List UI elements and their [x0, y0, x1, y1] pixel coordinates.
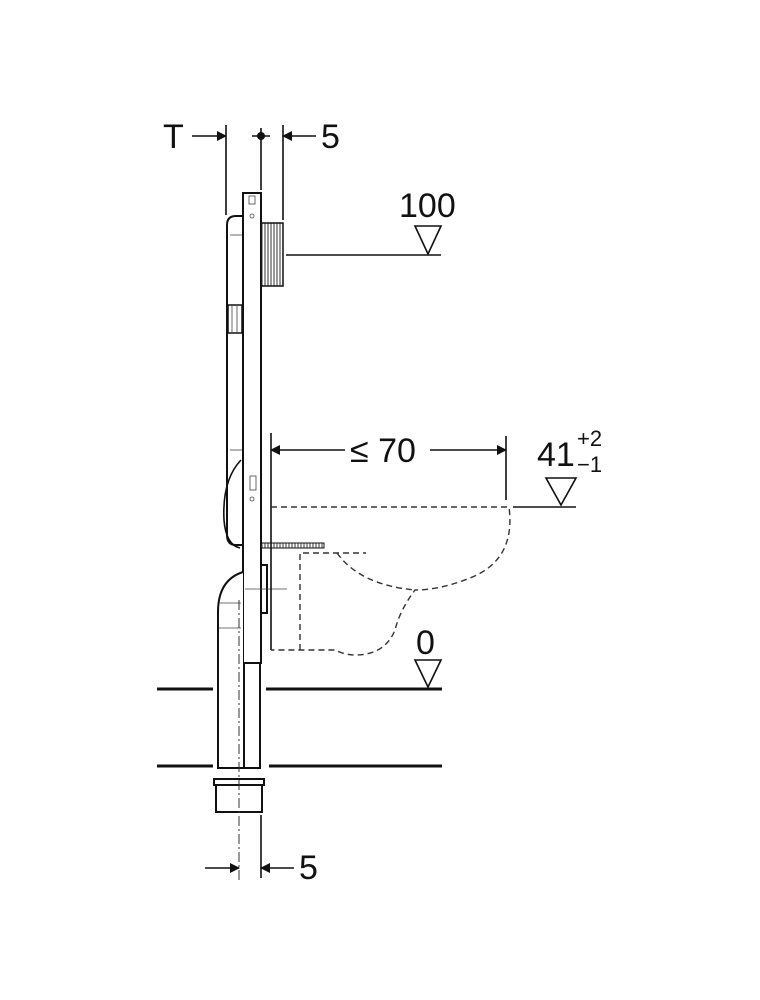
installation-frame — [223, 192, 325, 769]
level-triangle-icon — [413, 225, 443, 256]
bottom-dimension-5: 5 — [205, 815, 318, 887]
projection-label: ≤ 70 — [350, 432, 416, 470]
level-marker-0: 0 — [413, 624, 443, 689]
center-mark — [252, 128, 270, 190]
pipe-elbow — [217, 571, 244, 769]
tolerance-plus: +2 — [577, 426, 602, 451]
wc-bowl-outline — [271, 506, 511, 656]
level-marker-41: 41 +2 −1 — [513, 426, 602, 508]
hose — [223, 459, 242, 549]
level-label-100: 100 — [399, 187, 456, 225]
frame-post — [242, 192, 262, 664]
top-dimension-t: T — [163, 118, 227, 215]
level-triangle-icon — [413, 659, 443, 689]
flush-plate-box — [260, 222, 284, 287]
valve-block — [227, 304, 243, 334]
cistern — [226, 215, 244, 546]
floor-level-label: 0 — [416, 624, 435, 662]
seat-height-label: 41 — [537, 436, 575, 474]
drain-pipe — [213, 571, 265, 880]
level-triangle-icon — [544, 477, 578, 507]
level-marker-100: 100 — [286, 187, 456, 256]
frame-leg — [243, 662, 261, 769]
dimension-label-5-top: 5 — [321, 118, 340, 156]
tolerance-minus: −1 — [577, 452, 602, 477]
floor-lines — [157, 687, 442, 768]
dimension-label-5-bottom: 5 — [299, 849, 318, 887]
dimension-label-t: T — [163, 118, 184, 156]
bowl-projection-dimension: ≤ 70 — [270, 432, 507, 650]
mounting-bolt — [260, 542, 325, 549]
top-dimension-5: 5 — [282, 118, 340, 220]
